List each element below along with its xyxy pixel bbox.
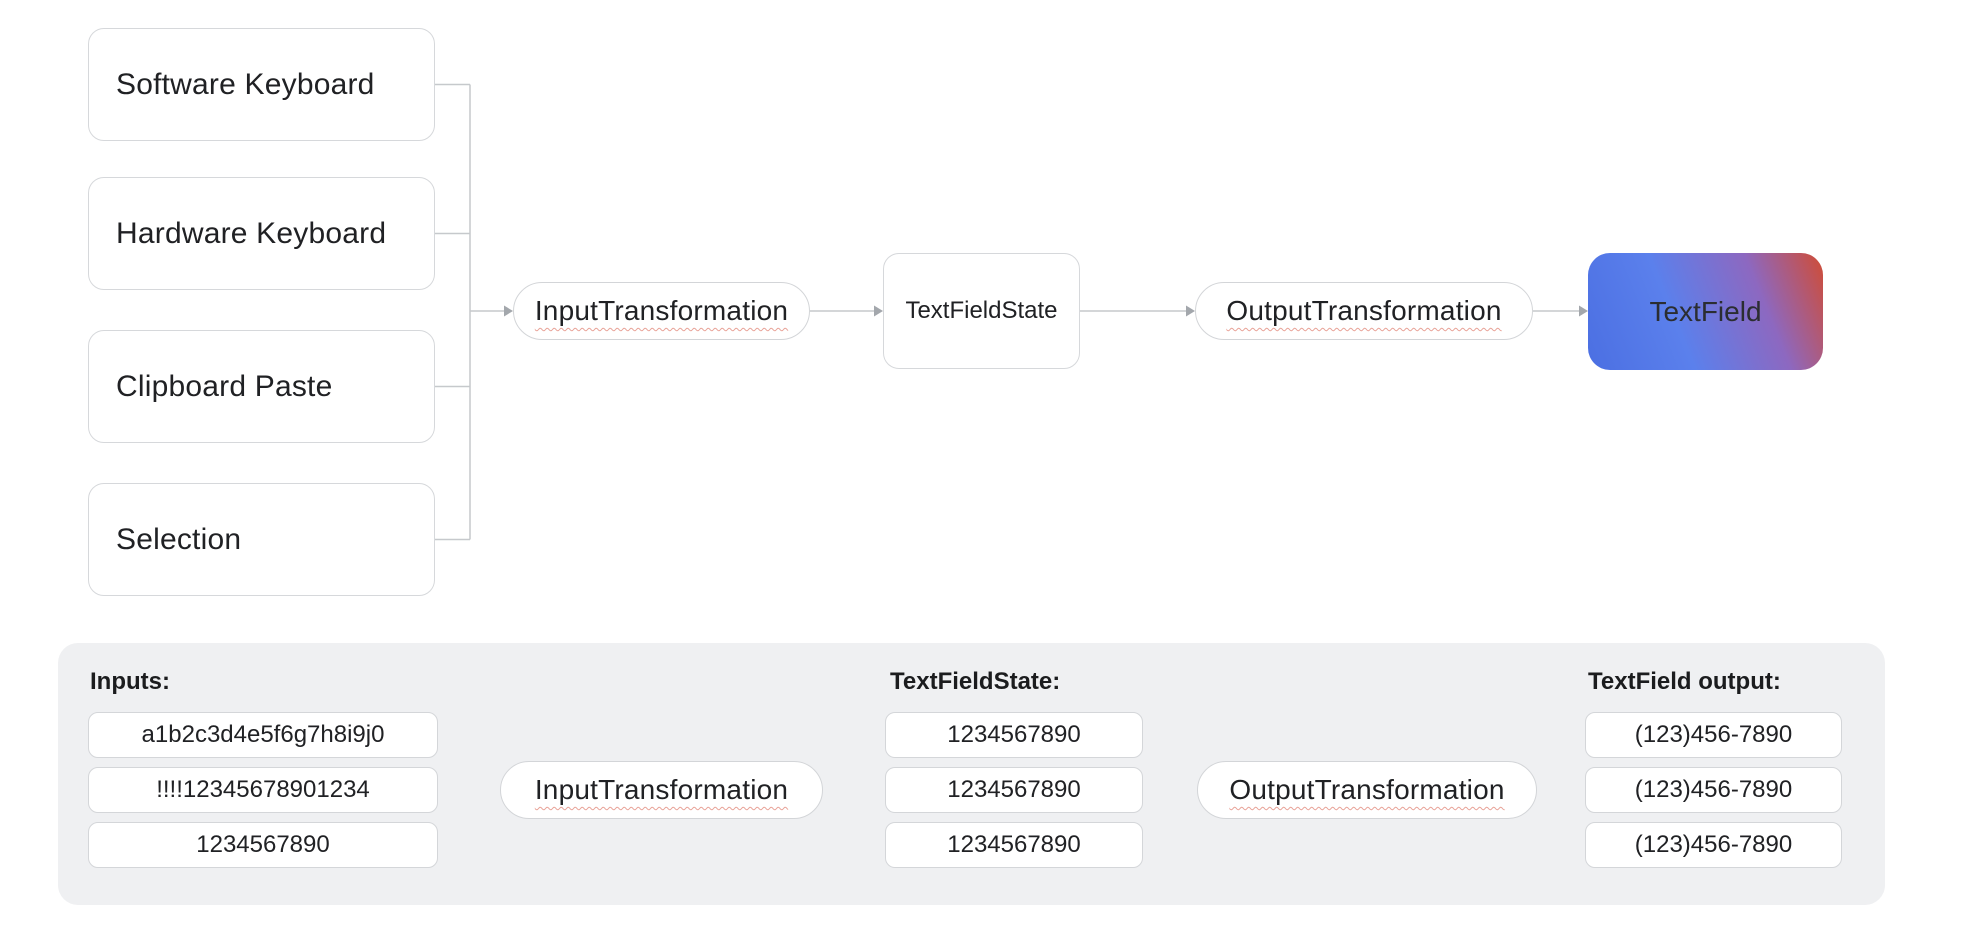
- output-value-box: (123)456-7890: [1585, 712, 1842, 758]
- input-value: 1234567890: [196, 831, 330, 858]
- state-value-box: 1234567890: [885, 767, 1143, 813]
- panel-output-transformation-label: OutputTransformation: [1229, 774, 1505, 805]
- output-value: (123)456-7890: [1634, 721, 1793, 748]
- state-value-box: 1234567890: [885, 712, 1143, 758]
- state-value-box: 1234567890: [885, 822, 1143, 868]
- text-field-state-label: TextFieldState: [905, 297, 1058, 324]
- input-value: !!!!12345678901234: [156, 776, 370, 803]
- arrowhead-icon: [874, 305, 883, 317]
- output-section-label: TextField output:: [1588, 668, 1781, 695]
- state-value: 1234567890: [947, 721, 1081, 748]
- state-value: 1234567890: [947, 776, 1081, 803]
- input-value: a1b2c3d4e5f6g7h8i9j0: [141, 721, 385, 748]
- output-transformation-label: OutputTransformation: [1226, 295, 1502, 326]
- source-label: Clipboard Paste: [116, 369, 333, 403]
- source-box-selection: Selection: [88, 483, 435, 596]
- text-field-label: TextField: [1649, 295, 1762, 327]
- source-box-software-keyboard: Software Keyboard: [88, 28, 435, 141]
- inputs-section-label: Inputs:: [90, 668, 170, 695]
- input-value-box: !!!!12345678901234: [88, 767, 438, 813]
- arrowhead-icon: [504, 305, 513, 317]
- output-value: (123)456-7890: [1634, 831, 1793, 858]
- output-transformation-pill: OutputTransformation: [1195, 282, 1533, 340]
- arrowhead-icon: [1579, 305, 1588, 317]
- panel-input-transformation-pill: InputTransformation: [500, 761, 823, 819]
- input-value-box: a1b2c3d4e5f6g7h8i9j0: [88, 712, 438, 758]
- source-label: Hardware Keyboard: [116, 216, 387, 250]
- arrowhead-icon: [1186, 305, 1195, 317]
- output-value-box: (123)456-7890: [1585, 767, 1842, 813]
- output-value-box: (123)456-7890: [1585, 822, 1842, 868]
- panel-output-transformation-pill: OutputTransformation: [1197, 761, 1537, 819]
- state-value: 1234567890: [947, 831, 1081, 858]
- output-value: (123)456-7890: [1634, 776, 1793, 803]
- source-box-clipboard-paste: Clipboard Paste: [88, 330, 435, 443]
- panel-input-transformation-label: InputTransformation: [534, 774, 789, 805]
- source-box-hardware-keyboard: Hardware Keyboard: [88, 177, 435, 290]
- source-stub-lines: [435, 83, 470, 541]
- state-section-label: TextFieldState:: [890, 668, 1061, 695]
- source-label: Selection: [116, 522, 242, 556]
- text-field-gradient-box: TextField: [1588, 253, 1823, 370]
- input-transformation-label: InputTransformation: [534, 295, 789, 326]
- input-value-box: 1234567890: [88, 822, 438, 868]
- source-label: Software Keyboard: [116, 67, 375, 101]
- text-field-state-box: TextFieldState: [883, 253, 1080, 369]
- input-transformation-pill: InputTransformation: [513, 282, 810, 340]
